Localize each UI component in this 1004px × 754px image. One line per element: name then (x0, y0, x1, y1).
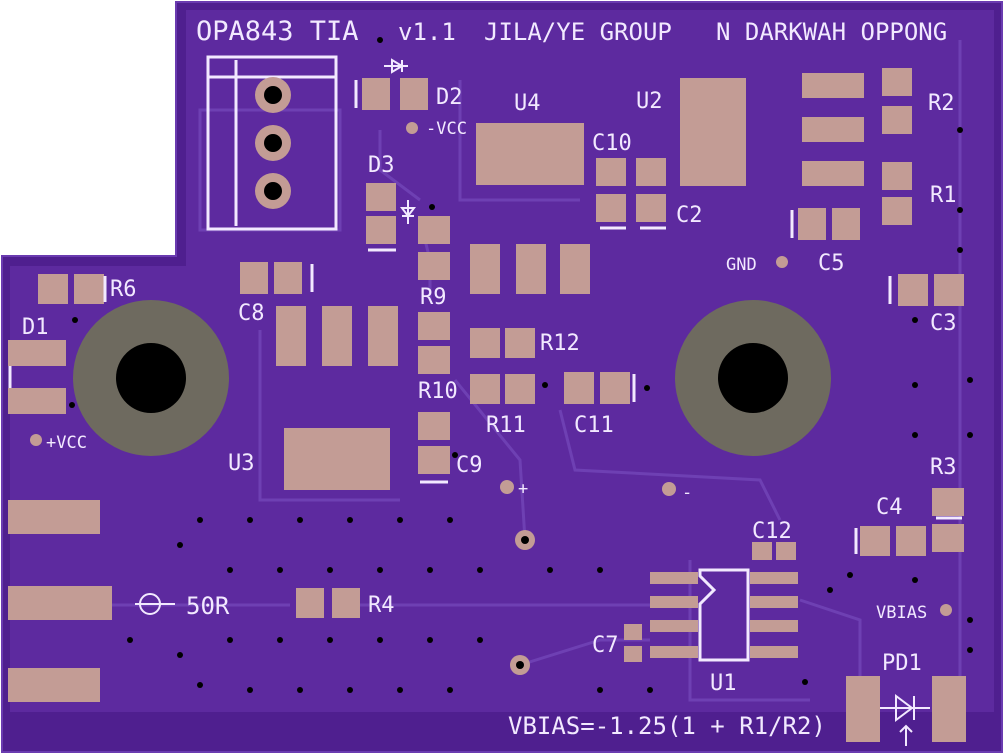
label-c7: C7 (592, 633, 619, 658)
tp-gnd: GND (726, 255, 757, 275)
label-c9: C9 (456, 453, 483, 478)
power-connector (206, 55, 338, 231)
tp-vbias: VBIAS (876, 603, 927, 623)
label-r10: R10 (418, 379, 458, 404)
label-c8: C8 (238, 301, 265, 326)
label-c5: C5 (818, 251, 845, 276)
tp-pos-vcc: +VCC (46, 433, 87, 453)
label-c12: C12 (752, 519, 792, 544)
board-author: N DARKWAH OPPONG (716, 18, 947, 46)
tp-neg-vcc: -VCC (426, 119, 467, 139)
mounting-hole-right (718, 343, 788, 413)
silkscreen (8, 80, 962, 662)
label-c10: C10 (592, 131, 632, 156)
label-r11: R11 (486, 413, 526, 438)
board-group: JILA/YE GROUP (484, 18, 672, 46)
label-c3: C3 (930, 311, 957, 336)
via-holes (516, 536, 529, 669)
label-u2: U2 (636, 89, 663, 114)
label-d3: D3 (368, 153, 395, 178)
label-u3: U3 (228, 451, 255, 476)
label-d1: D1 (22, 315, 49, 340)
label-c2: C2 (676, 203, 703, 228)
label-r1: R1 (930, 183, 957, 208)
label-r2: R2 (928, 91, 955, 116)
board-title: OPA843 TIA (196, 16, 359, 47)
tp-minus: - (682, 483, 692, 503)
label-c11: C11 (574, 413, 614, 438)
pads (8, 68, 966, 742)
label-u4: U4 (514, 91, 541, 116)
input-impedance: 50R (186, 592, 230, 620)
label-r6: R6 (110, 277, 137, 302)
label-d2: D2 (436, 85, 463, 110)
label-r4: R4 (368, 593, 395, 618)
label-r9: R9 (420, 285, 447, 310)
label-c4: C4 (876, 495, 903, 520)
label-u1: U1 (710, 671, 737, 696)
tp-plus: + (518, 479, 528, 499)
vbias-formula: VBIAS=-1.25(1 + R1/R2) (508, 712, 826, 740)
mounting-hole-left (116, 343, 186, 413)
label-r3: R3 (930, 455, 957, 480)
label-pd1: PD1 (882, 651, 922, 676)
board-version: v1.1 (398, 18, 456, 46)
diode-symbols (135, 58, 930, 746)
label-r12: R12 (540, 331, 580, 356)
